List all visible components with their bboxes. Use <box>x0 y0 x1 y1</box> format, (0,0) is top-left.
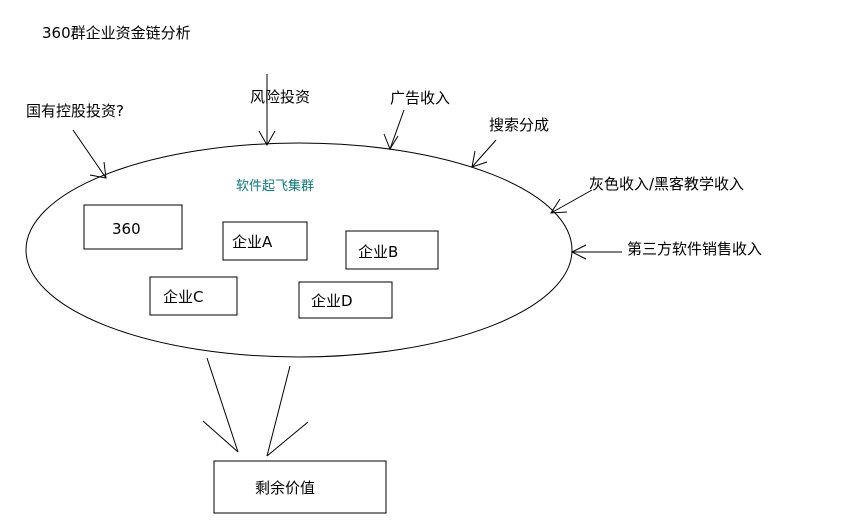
inflow-arrow-gray-income <box>550 189 593 214</box>
member-label: 企业A <box>232 233 273 251</box>
inflow-label-ad-revenue: 广告收入 <box>390 89 450 107</box>
member-box-d: 企业D <box>298 281 393 319</box>
inflow-arrow-state-investment <box>72 129 107 179</box>
surplus-value-label: 剩余价值 <box>255 479 315 497</box>
inflow-arrow-ad-revenue <box>383 109 405 151</box>
inflow-arrow-search-share <box>471 139 497 168</box>
output-arrow-left <box>202 357 239 453</box>
inflow-arrow-third-party-sales <box>570 244 622 260</box>
member-label: 企业D <box>311 292 353 310</box>
inflow-label-gray-income: 灰色收入/黑客教学收入 <box>589 175 744 193</box>
member-box-a: 企业A <box>222 221 308 261</box>
output-arrow-right <box>266 365 309 457</box>
member-label: 360 <box>112 220 141 238</box>
cluster-label: 软件起飞集群 <box>236 178 314 194</box>
member-box-360: 360 <box>83 204 183 250</box>
inflow-label-third-party-sales: 第三方软件销售收入 <box>627 240 762 258</box>
member-label: 企业B <box>358 243 398 261</box>
member-box-c: 企业C <box>149 276 238 316</box>
diagram-title: 360群企业资金链分析 <box>42 24 191 42</box>
inflow-arrow-venture-capital <box>258 74 276 147</box>
member-label: 企业C <box>163 288 203 306</box>
member-box-b: 企业B <box>345 230 439 270</box>
cluster-ellipse <box>25 142 573 358</box>
inflow-label-search-share: 搜索分成 <box>489 116 549 134</box>
inflow-label-state-investment: 国有控股投资? <box>26 102 124 120</box>
surplus-value-box: 剩余价值 <box>213 460 387 514</box>
inflow-label-venture-capital: 风险投资 <box>250 88 310 106</box>
